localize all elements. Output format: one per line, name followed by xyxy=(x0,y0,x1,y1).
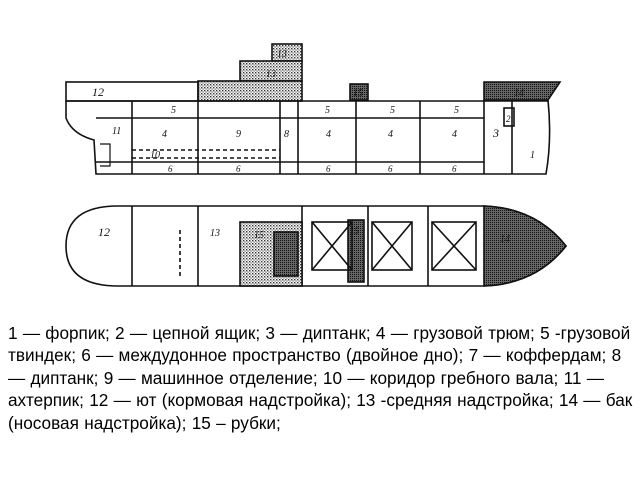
hatch-1 xyxy=(311,221,353,271)
label-12-plan: 12 xyxy=(98,225,110,239)
label-6d: 6 xyxy=(388,164,393,174)
label-5b: 5 xyxy=(325,105,330,116)
ship-diagram: 12 13 13 15 14 5 5 5 5 4 9 8 4 4 4 3 2 1… xyxy=(65,43,568,287)
label-13-top: 13 xyxy=(277,49,287,60)
label-2: 2 xyxy=(506,114,511,124)
label-8: 8 xyxy=(284,129,289,140)
plan-deckhouse-aft xyxy=(273,231,299,277)
label-9: 9 xyxy=(236,129,241,140)
label-6c: 6 xyxy=(326,164,331,174)
label-13-mid: 13 xyxy=(266,69,276,80)
hatch-3 xyxy=(431,221,477,271)
label-1: 1 xyxy=(530,150,535,161)
hull-outline xyxy=(65,99,551,175)
label-5d: 5 xyxy=(454,105,459,116)
poop xyxy=(65,81,199,102)
label-6b: 6 xyxy=(236,164,241,174)
label-3: 3 xyxy=(492,126,499,140)
label-5a: 5 xyxy=(171,105,176,116)
side-view xyxy=(65,43,562,175)
label-4a: 4 xyxy=(162,129,167,140)
deckhouse xyxy=(349,83,369,101)
label-15-side: 15 xyxy=(353,88,363,99)
plan-forecastle xyxy=(483,205,568,287)
label-15-plan-fwd: 15 xyxy=(350,226,360,236)
label-14-side: 14 xyxy=(514,88,524,99)
hatch-2 xyxy=(371,221,413,271)
label-14-plan: 14 xyxy=(500,234,510,245)
label-6e: 6 xyxy=(452,164,457,174)
label-6a: 6 xyxy=(168,164,173,174)
label-15-plan-aft: 15 xyxy=(254,230,264,241)
label-11: 11 xyxy=(112,126,121,137)
label-12-side: 12 xyxy=(92,85,104,99)
midship-superstructure xyxy=(197,80,303,102)
label-4c: 4 xyxy=(388,129,393,140)
label-13-plan: 13 xyxy=(210,228,220,239)
label-5c: 5 xyxy=(390,105,395,116)
plan-view xyxy=(65,205,568,287)
label-10: 10 xyxy=(150,150,160,161)
label-4d: 4 xyxy=(452,129,457,140)
legend-caption: 1 — форпик; 2 — цепной ящик; 3 — диптанк… xyxy=(8,323,633,433)
label-4b: 4 xyxy=(326,129,331,140)
